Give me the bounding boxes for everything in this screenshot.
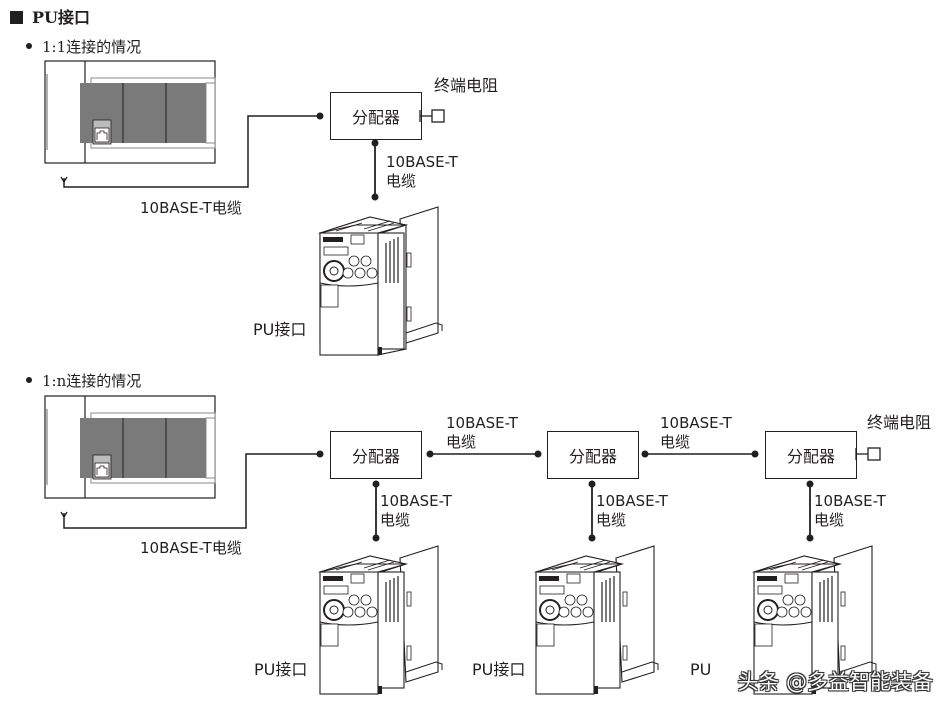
plc-cable-label: 10BASE-T电缆 — [140, 539, 242, 557]
section-heading: PU接口 — [10, 4, 90, 28]
terminator-label: 终端电阻 — [434, 76, 499, 95]
cable-type: 10BASE-T — [386, 153, 458, 171]
heading-text: PU接口 — [32, 8, 90, 27]
inverter-icon — [318, 545, 443, 695]
drop-cable-label: 10BASE-T 电缆 — [380, 492, 452, 530]
terminator-label: 终端电阻 — [867, 413, 932, 432]
link-cable-label: 10BASE-T 电缆 — [660, 414, 732, 452]
terminator-resistor-icon — [431, 109, 445, 123]
watermark: 头条 @多益智能装备 — [737, 670, 933, 694]
hub-label: 分配器 — [351, 447, 400, 466]
hub-label: 分配器 — [568, 447, 617, 466]
pu-port-label: PU — [690, 660, 712, 679]
bullet-1ton: 1:n连接的情况 — [26, 370, 141, 391]
hub-label: 分配器 — [786, 447, 835, 466]
cable-word: 电缆 — [446, 433, 477, 451]
link-cable-label: 10BASE-T 电缆 — [446, 414, 518, 452]
cable-type: 10BASE-T — [380, 492, 452, 510]
inverter-icon — [318, 206, 443, 356]
cable-word: 电缆 — [380, 511, 411, 529]
wiring-1to1 — [60, 109, 445, 201]
cable-word: 电缆 — [814, 511, 845, 529]
hub-box: 分配器 — [765, 431, 857, 479]
square-bullet-icon — [10, 11, 23, 24]
cable-word: 电缆 — [386, 172, 417, 190]
cable-type: 10BASE-T — [596, 492, 668, 510]
cable-type: 10BASE-T — [660, 414, 732, 432]
drop-cable-label: 10BASE-T 电缆 — [386, 153, 458, 191]
plc-unit-icon — [44, 60, 216, 164]
cable-word: 电缆 — [596, 511, 627, 529]
bullet-dot-icon — [26, 377, 32, 383]
drop-cable-label: 10BASE-T 电缆 — [814, 492, 886, 530]
pu-port-label: PU接口 — [472, 660, 526, 679]
bullet-1to1: 1:1连接的情况 — [26, 36, 141, 57]
terminator-resistor-icon — [867, 447, 881, 461]
pu-port-label: PU接口 — [254, 660, 308, 679]
pu-port-label: PU接口 — [253, 320, 307, 339]
bullet-text: 1:n连接的情况 — [42, 372, 142, 390]
cable-type: 10BASE-T — [446, 414, 518, 432]
hub-box: 分配器 — [547, 431, 639, 479]
plc-unit-icon — [44, 395, 216, 499]
hub-label: 分配器 — [351, 108, 400, 127]
bullet-dot-icon — [26, 43, 32, 49]
hub-box: 分配器 — [330, 92, 422, 140]
drop-cable-label: 10BASE-T 电缆 — [596, 492, 668, 530]
cable-word: 电缆 — [660, 433, 691, 451]
wiring-1ton — [60, 447, 881, 542]
bullet-text: 1:1连接的情况 — [42, 38, 142, 56]
plc-cable-label: 10BASE-T电缆 — [140, 199, 242, 217]
hub-box: 分配器 — [330, 431, 422, 479]
inverter-icon — [534, 545, 659, 695]
inverter-icon — [752, 545, 877, 695]
cable-type: 10BASE-T — [814, 492, 886, 510]
